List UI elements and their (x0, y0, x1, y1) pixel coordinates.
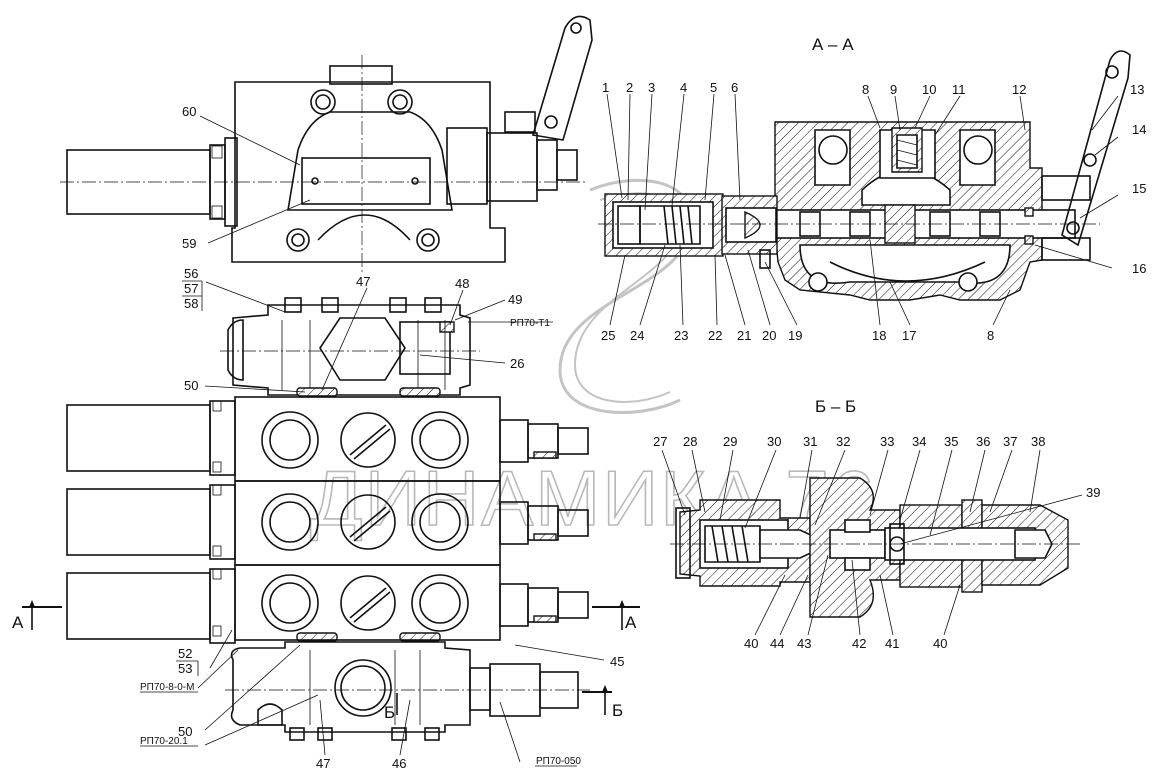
label-6: 6 (731, 80, 738, 95)
section-aa: А – А (598, 35, 1131, 301)
label-47-bottom: 47 (316, 756, 330, 771)
label-2: 2 (626, 80, 633, 95)
label-29: 29 (723, 434, 737, 449)
section-bb-title: Б – Б (815, 397, 856, 416)
section-aa-title: А – А (812, 35, 854, 54)
label-44: 44 (770, 636, 784, 651)
label-8-top: 8 (862, 82, 869, 97)
valve-section-2 (66, 480, 589, 566)
label-8-bottom: 8 (987, 328, 994, 343)
label-58: 58 (184, 296, 198, 311)
label-35: 35 (944, 434, 958, 449)
label-18: 18 (872, 328, 886, 343)
label-36: 36 (976, 434, 990, 449)
label-1: 1 (602, 80, 609, 95)
label-13: 13 (1130, 82, 1144, 97)
label-50-bottom: 50 (178, 724, 192, 739)
label-32: 32 (836, 434, 850, 449)
label-40-right: 40 (933, 636, 947, 651)
label-37: 37 (1003, 434, 1017, 449)
label-39: 39 (1086, 485, 1100, 500)
label-38: 38 (1031, 434, 1045, 449)
code-rp70-body: РП70-8-0-М (140, 682, 194, 693)
label-12: 12 (1012, 82, 1026, 97)
label-11: 11 (952, 82, 966, 97)
cut-mark-b-right: Б (582, 685, 623, 720)
top-end-view (60, 15, 593, 275)
cut-mark-b-inner: Б (384, 693, 398, 722)
label-20: 20 (762, 328, 776, 343)
cut-label-b-right: Б (612, 701, 623, 720)
label-52: 52 (178, 646, 192, 661)
label-26: 26 (510, 356, 524, 371)
code-rp70-t1: РП70-Т1 (510, 318, 550, 329)
label-4: 4 (680, 80, 687, 95)
cut-mark-a-right: А (592, 600, 640, 632)
cut-label-a-right: А (625, 613, 637, 632)
label-25: 25 (601, 328, 615, 343)
label-43: 43 (797, 636, 811, 651)
label-45: 45 (610, 654, 624, 669)
code-rp70-cover: РП70-20.1 (140, 736, 188, 747)
label-28: 28 (683, 434, 697, 449)
label-53: 53 (178, 661, 192, 676)
label-21: 21 (737, 328, 751, 343)
label-15: 15 (1132, 181, 1146, 196)
section-bb: Б – Б (670, 397, 1080, 618)
reference-numbers: 60 59 56 57 58 47 48 49 26 50 52 53 45 5… (140, 80, 1146, 771)
label-27: 27 (653, 434, 667, 449)
label-31: 31 (803, 434, 817, 449)
label-9: 9 (890, 82, 897, 97)
plan-view: А А Б Б (12, 297, 640, 741)
label-59: 59 (182, 236, 196, 251)
label-24: 24 (630, 328, 644, 343)
label-23: 23 (674, 328, 688, 343)
label-14: 14 (1132, 122, 1146, 137)
code-rp70-valve: РП70-050 (536, 756, 581, 767)
label-42: 42 (852, 636, 866, 651)
label-10: 10 (922, 82, 936, 97)
label-60: 60 (182, 104, 196, 119)
cut-label-b-inner: Б (384, 703, 395, 722)
label-48: 48 (455, 276, 469, 291)
label-40-left: 40 (744, 636, 758, 651)
label-41: 41 (885, 636, 899, 651)
valve-section-1 (66, 396, 589, 482)
label-57: 57 (184, 281, 198, 296)
label-5: 5 (710, 80, 717, 95)
label-34: 34 (912, 434, 926, 449)
label-3: 3 (648, 80, 655, 95)
valve-section-3 (66, 564, 589, 644)
label-50-top: 50 (184, 378, 198, 393)
cut-mark-a-left: А (12, 600, 62, 632)
label-56: 56 (184, 266, 198, 281)
label-16: 16 (1132, 261, 1146, 276)
label-46: 46 (392, 756, 406, 771)
label-17: 17 (902, 328, 916, 343)
cut-label-a-left: А (12, 613, 24, 632)
label-30: 30 (767, 434, 781, 449)
label-47-top: 47 (356, 274, 370, 289)
label-19: 19 (788, 328, 802, 343)
label-22: 22 (708, 328, 722, 343)
leader-lines (140, 93, 1119, 767)
label-33: 33 (880, 434, 894, 449)
label-49: 49 (508, 292, 522, 307)
